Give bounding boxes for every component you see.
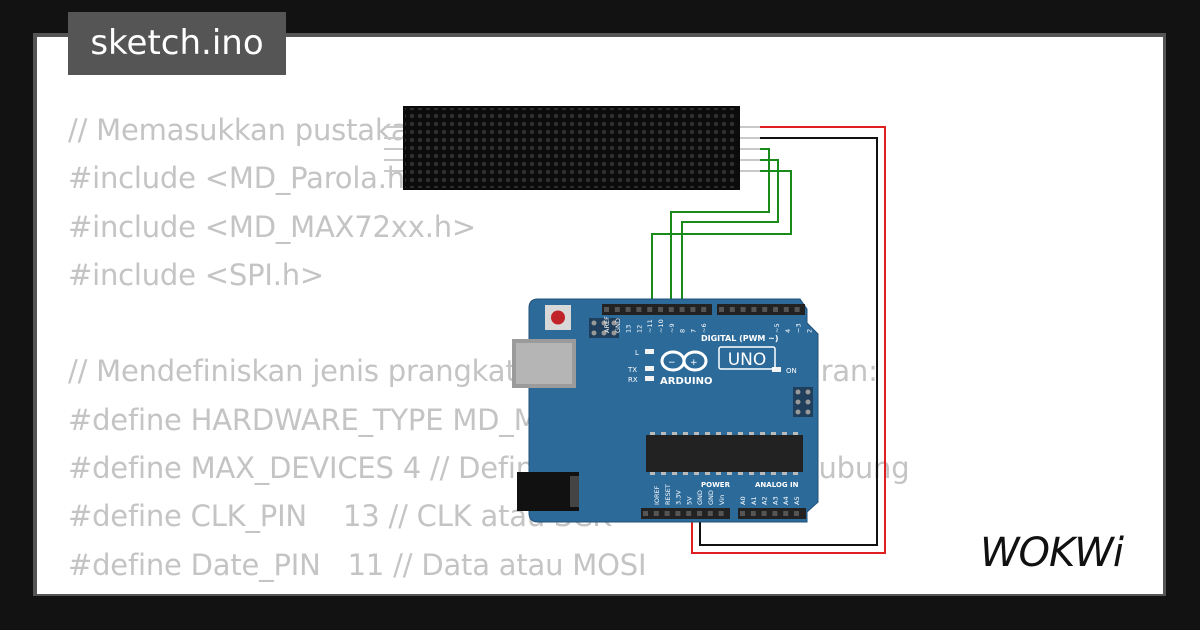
led-l-label: L [635,349,639,357]
pin-label: ~5 [773,323,781,333]
power-label: POWER [701,481,731,489]
wire-vcc [691,126,886,554]
pin-label: GND [696,490,704,505]
pin-label: RESET [664,484,672,505]
on-label: ON [786,367,797,375]
atmega-chip [646,435,803,472]
wire-clk [651,170,792,308]
power-jack [517,472,579,511]
power-header [641,508,730,519]
wokwi-logo-text: WOKWi [980,530,1124,576]
analog-header [738,508,806,519]
wire-gnd [699,137,878,546]
pin-label: A1 [750,496,758,505]
pin-label: 13 [625,325,633,333]
wokwi-logo: WOKWi [980,530,1125,576]
pin-label: 8 [679,329,687,333]
code-line: #include <MD_Parola.h> [68,161,430,196]
digital-header-right [717,304,805,315]
pin-label: ~10 [657,319,665,333]
svg-text:+: + [690,358,698,368]
led-rx-label: RX [628,376,638,384]
pin-label: ~11 [646,319,654,333]
pin-label: ~9 [668,323,676,333]
pin-label: 2 [805,329,813,333]
led-l [645,349,654,354]
board-brand: ARDUINO [660,376,712,387]
board-model: UNO [728,350,767,370]
pin-label: RX 0 [827,318,835,333]
code-line: #include <SPI.h> [68,257,325,292]
pin-label: TX 1 [816,318,824,334]
led-rx [645,376,654,381]
led-matrix [384,106,760,190]
svg-text:−: − [668,358,676,368]
pin-label: GND [707,490,715,505]
pin-label: 5V [685,496,693,505]
pin-label: IOREF [653,485,661,505]
digital-label: DIGITAL (PWM ~) [701,334,779,343]
pin-label: ~6 [700,323,708,333]
led-tx-label: TX [627,366,637,374]
pin-label: A4 [782,496,790,505]
pin-label: ~3 [795,323,803,333]
pin-label: AREF [603,316,611,333]
pin-label: GND [614,318,622,333]
sketch-title: sketch.ino [68,12,286,75]
arduino-board: L TX RX ON − + UNO ARDUINO DIGITAL (PWM … [512,298,835,523]
pin-label: 3.3V [675,490,683,505]
pin-label: 12 [635,325,643,333]
code-line: #include <MD_MAX72xx.h> [68,209,476,244]
pin-label: 4 [784,329,792,333]
code-line: // Memasukkan pustaka [68,113,409,147]
led-tx [645,366,654,371]
wire-cs [681,159,779,308]
pin-label: 7 [689,329,697,333]
code-block: // Memasukkan pustaka #include <MD_Parola… [68,106,910,594]
wires [651,126,886,554]
led-on [772,367,781,372]
pin-label: A2 [761,496,769,505]
digital-header-left [602,304,712,315]
pin-label: A0 [739,496,747,505]
arduino-infinity-icon [660,350,708,372]
code-line: #define Date_PIN 11 // Data atau MOSI [68,547,647,582]
pin-label: A3 [771,496,779,505]
analog-label: ANALOG IN [755,481,799,489]
pin-label: Vin [718,495,726,505]
pin-label: A5 [793,496,801,505]
